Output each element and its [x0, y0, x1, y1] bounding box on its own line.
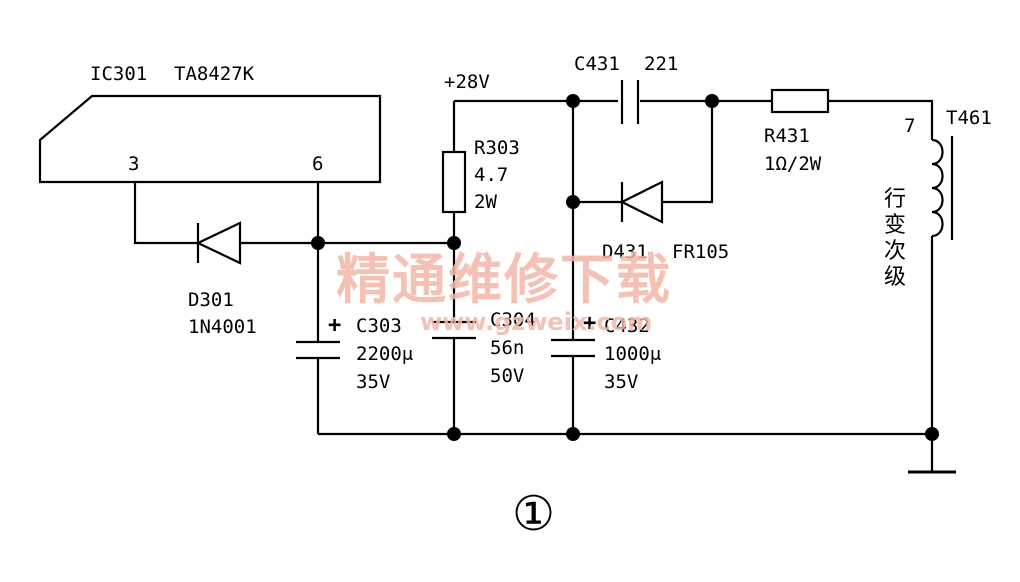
- t461-desc-4: 级: [884, 265, 906, 290]
- c432-ref: C432: [604, 315, 650, 337]
- c303-capacitor-symbol: +: [296, 313, 341, 360]
- junction-dot: [311, 236, 325, 250]
- figure-number: ①: [512, 486, 555, 542]
- svg-text:+: +: [583, 311, 596, 336]
- d431-part: FR105: [672, 241, 729, 263]
- r303-resistor-symbol: [441, 150, 467, 214]
- watermark-url: www.gzweix.com: [420, 308, 652, 336]
- r431-ref: R431: [764, 125, 810, 147]
- c431-value: 221: [644, 53, 678, 75]
- junction-dot: [925, 427, 939, 441]
- ic301-body: [38, 94, 382, 184]
- t461-desc-2: 变: [884, 213, 906, 238]
- junction-dot: [705, 94, 719, 108]
- c432-value: 1000μ: [604, 343, 661, 365]
- c304-value: 56n: [490, 337, 524, 359]
- d431-ref: D431: [602, 241, 648, 263]
- c303-ref: C303: [356, 315, 402, 337]
- ic301-pin3: 3: [128, 153, 139, 175]
- c432-voltage: 35V: [604, 371, 638, 393]
- junction-dot: [566, 94, 580, 108]
- t461-ref: T461: [946, 107, 992, 129]
- wire-d431: [573, 101, 714, 204]
- ic301-part: TA8427K: [174, 63, 255, 85]
- c303-value: 2200μ: [356, 343, 413, 365]
- junction-dot: [447, 236, 461, 250]
- r303-ref: R303: [474, 137, 520, 159]
- r431-value: 1Ω/2W: [764, 153, 822, 175]
- junction-dot: [447, 427, 461, 441]
- d301-part: 1N4001: [188, 316, 257, 338]
- c303-voltage: 35V: [356, 371, 390, 393]
- c304-ref: C304: [490, 309, 536, 331]
- supply-label: +28V: [444, 71, 490, 93]
- t461-winding: [931, 138, 944, 238]
- r303-rating: 2W: [474, 191, 497, 213]
- wire-d301-loop: [133, 182, 320, 245]
- t461-pin: 7: [904, 115, 915, 137]
- watermark-text: 精通维修下载: [336, 248, 672, 311]
- d301-ref: D301: [188, 289, 234, 311]
- c432-capacitor-symbol: +: [551, 311, 596, 358]
- c431-ref: C431: [574, 53, 620, 75]
- t461-desc-1: 行: [884, 187, 906, 212]
- d301-diode-symbol: [195, 221, 242, 265]
- c304-voltage: 50V: [490, 365, 524, 387]
- c304-capacitor-symbol: [432, 320, 476, 340]
- c431-capacitor-symbol: [620, 80, 640, 124]
- d431-diode-symbol: [619, 180, 664, 224]
- r303-value: 4.7: [474, 164, 508, 186]
- junction-dot: [566, 427, 580, 441]
- junction-dot: [566, 195, 580, 209]
- ic301-name: IC301: [90, 63, 147, 85]
- wire-28v-rail: [454, 99, 934, 140]
- svg-text:+: +: [328, 313, 341, 338]
- ic301-pin6: 6: [312, 153, 323, 175]
- t461-desc-3: 次: [884, 239, 906, 264]
- r431-resistor-symbol: [770, 88, 830, 114]
